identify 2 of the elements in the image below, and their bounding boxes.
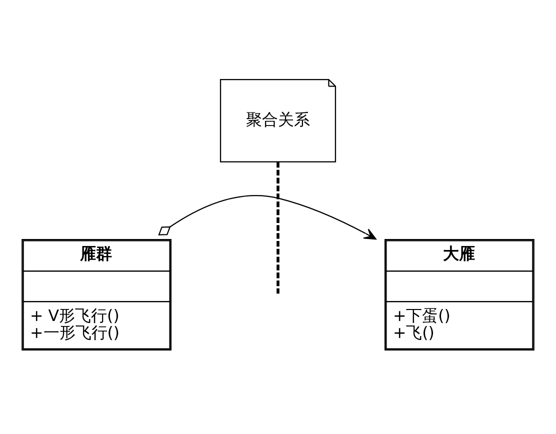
connector [276, 162, 280, 294]
arrow [158, 195, 376, 240]
